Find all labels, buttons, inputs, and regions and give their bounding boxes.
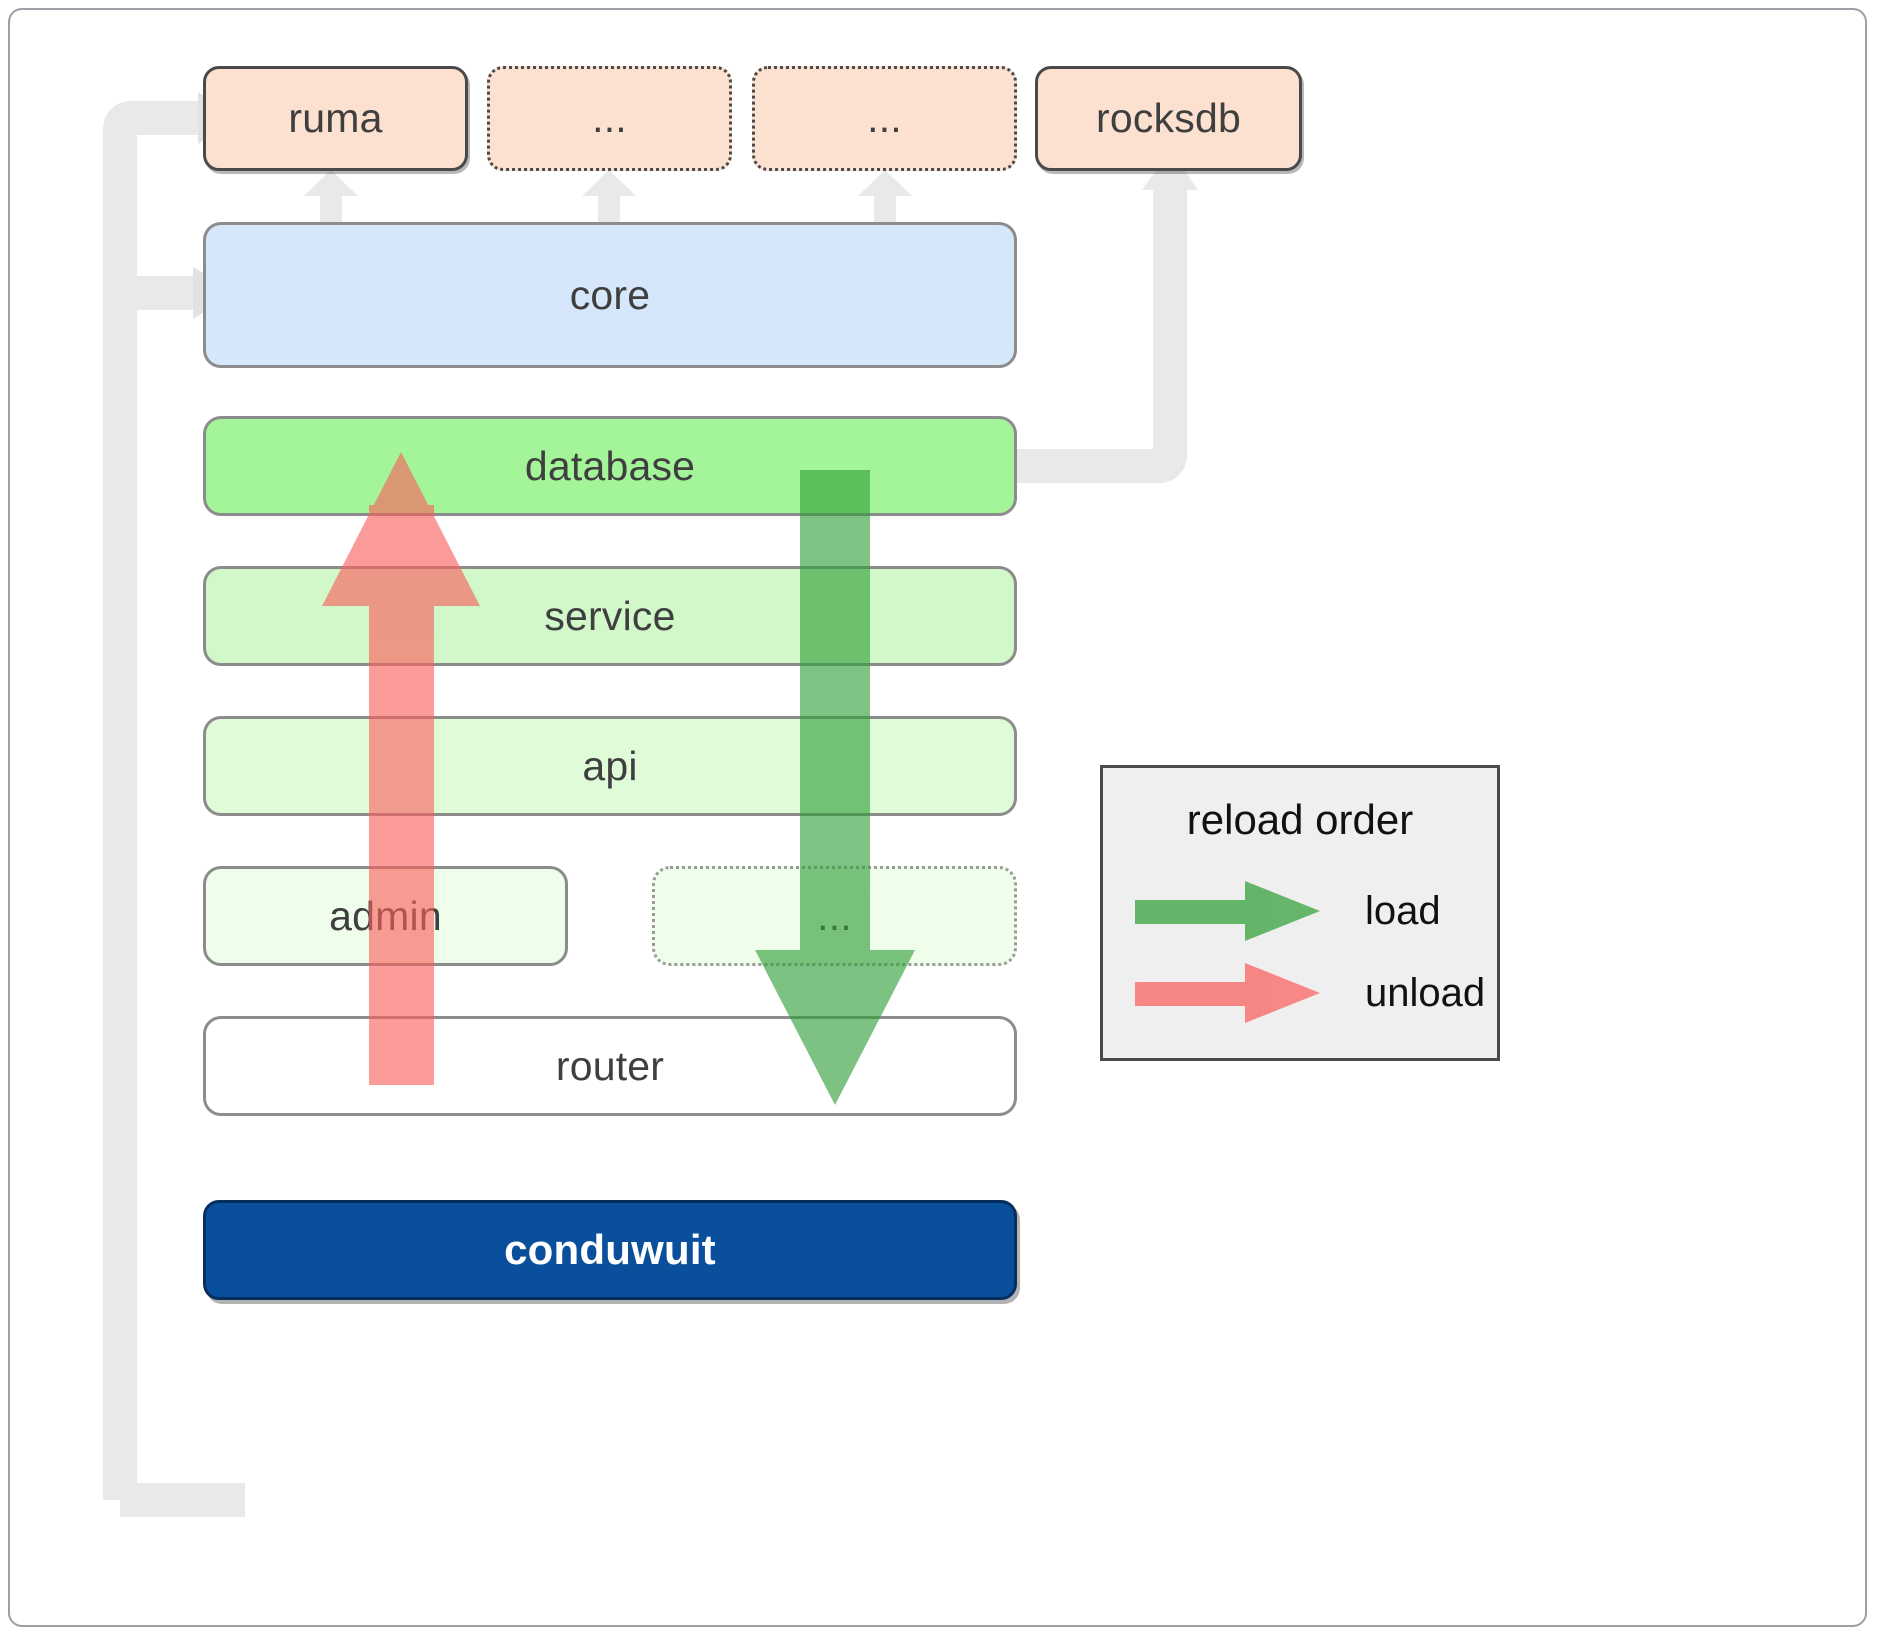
layer-label: database	[524, 442, 696, 489]
layer-label: ...	[817, 892, 852, 939]
load-arrow-icon	[1135, 881, 1320, 941]
unload-arrow-icon	[1135, 963, 1320, 1023]
layer-box-core[interactable]: core	[203, 222, 1017, 368]
dependency-box-ruma[interactable]: ruma	[203, 66, 468, 171]
legend-panel: reload order load unload	[1100, 765, 1500, 1061]
dependency-box-rocksdb[interactable]: rocksdb	[1035, 66, 1302, 171]
layer-box-api[interactable]: api	[203, 716, 1017, 816]
dependency-box-ellipsis-2[interactable]: ...	[752, 66, 1017, 171]
legend-label-load: load	[1365, 888, 1441, 933]
dependency-label: ...	[592, 95, 627, 141]
layer-box-router[interactable]: router	[203, 1016, 1017, 1116]
layer-label: api	[582, 742, 638, 789]
dependency-label: ruma	[288, 95, 383, 141]
layer-label: router	[555, 1042, 665, 1089]
legend-row-unload: unload	[1135, 962, 1485, 1024]
root-label: conduwuit	[504, 1226, 716, 1273]
root-box-conduwuit[interactable]: conduwuit	[203, 1200, 1017, 1300]
layer-box-ellipsis[interactable]: ...	[652, 866, 1017, 966]
dependency-label: ...	[867, 95, 902, 141]
layer-box-database[interactable]: database	[203, 416, 1017, 516]
layer-label: admin	[329, 892, 442, 939]
layer-box-service[interactable]: service	[203, 566, 1017, 666]
dependency-label: rocksdb	[1096, 95, 1241, 141]
layer-label: core	[569, 271, 651, 318]
legend-row-load: load	[1135, 880, 1441, 942]
layer-box-admin[interactable]: admin	[203, 866, 568, 966]
dependency-box-ellipsis-1[interactable]: ...	[487, 66, 732, 171]
legend-label-unload: unload	[1365, 970, 1486, 1015]
legend-title: reload order	[1186, 796, 1414, 843]
layer-label: service	[544, 592, 676, 639]
